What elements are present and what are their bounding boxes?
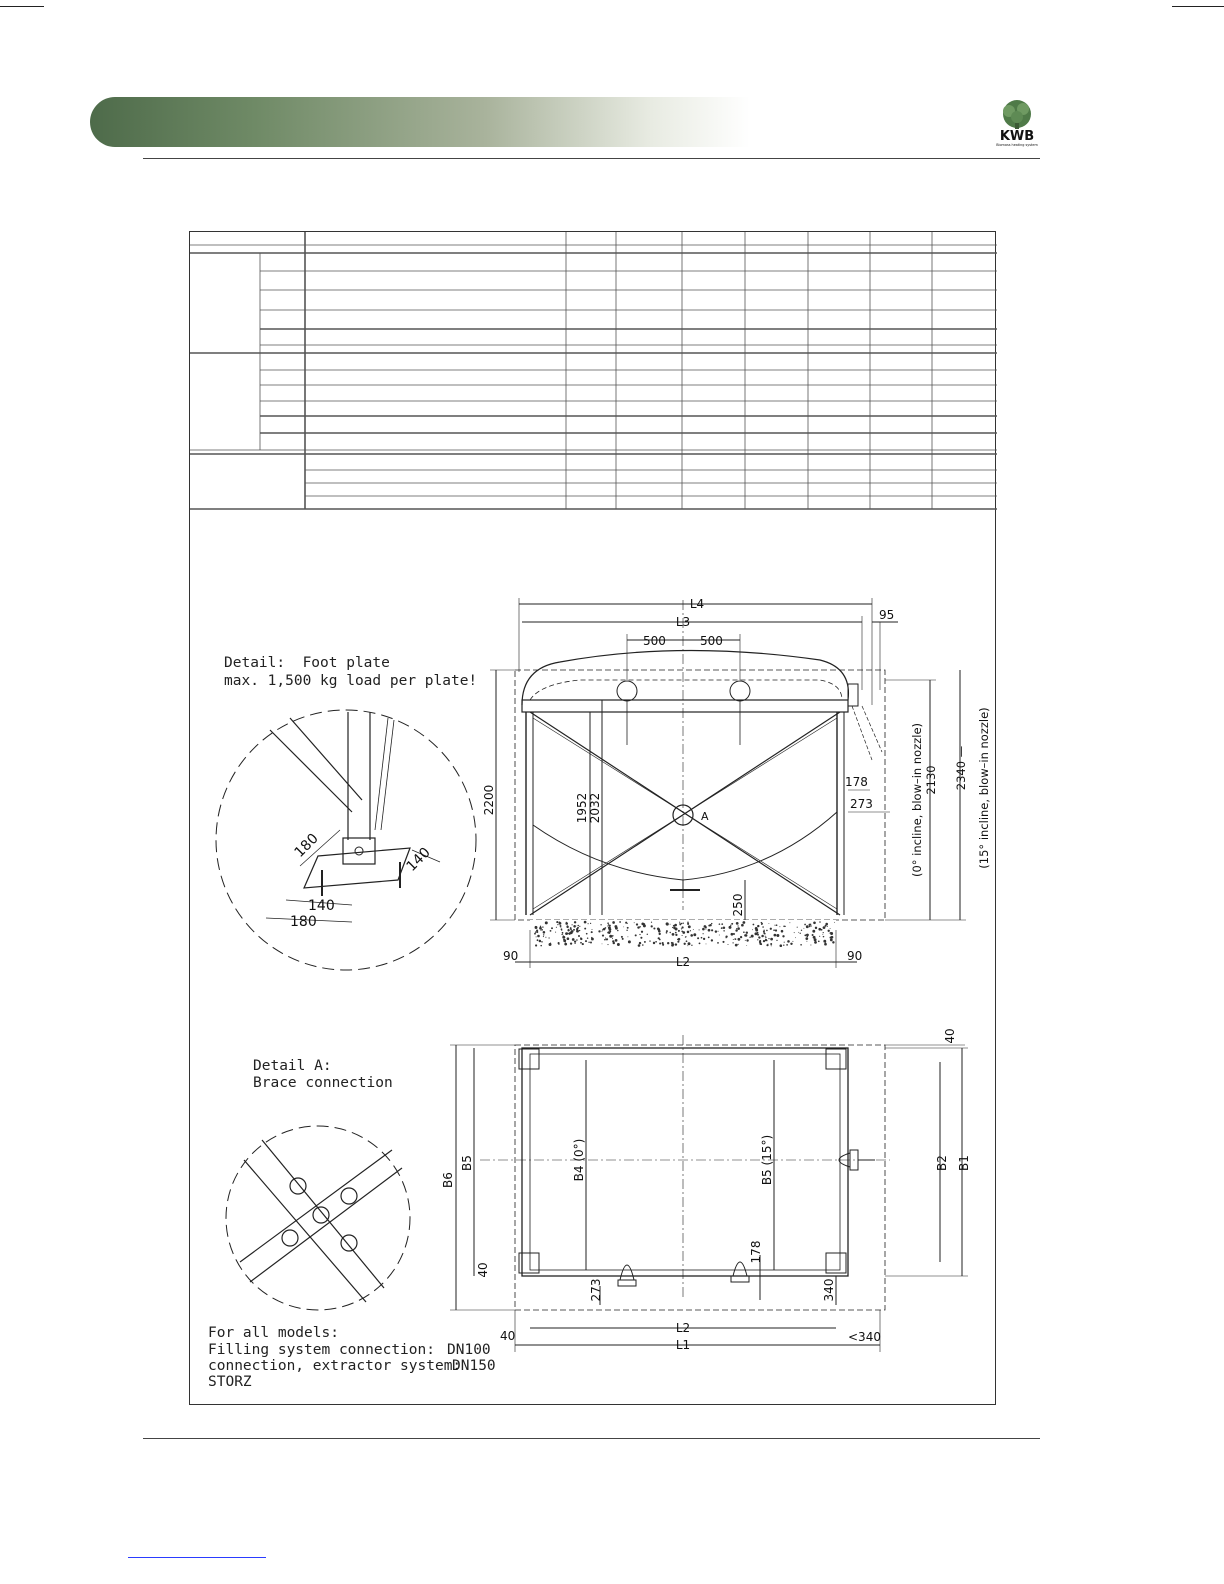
dim-2130: 2130 [924, 765, 938, 794]
foot-dim-140-diag: 140 [404, 845, 434, 875]
detail-a-title: Detail A: [253, 1058, 332, 1074]
dim-500-right: 500 [700, 634, 723, 648]
notes-line-2-value: DN100 [447, 1342, 491, 1358]
dim-b5-outer: B5 [460, 1155, 474, 1171]
detail-a-subtitle: Brace connection [253, 1075, 393, 1091]
detail-foot-title: Detail: Foot plate [224, 655, 390, 671]
dim-273-plan: 273 [589, 1279, 603, 1302]
header-banner [90, 97, 750, 147]
notes-line-3-value: DN150 [452, 1358, 496, 1374]
dim-90-left: 90 [503, 949, 518, 963]
notes-line-1: For all models: [208, 1325, 339, 1341]
dim-l1: L1 [676, 1338, 690, 1352]
notes-line-3: connection, extractor system: [208, 1358, 462, 1374]
footer-rule [143, 1438, 1040, 1439]
dim-90-right: 90 [847, 949, 862, 963]
crop-mark-right [1172, 6, 1224, 7]
dim-15-incline-label: (15° incline, blow–in nozzle) [977, 707, 991, 868]
dim-b1: B1 [957, 1155, 971, 1171]
plan-view [450, 1035, 968, 1352]
dim-b6: B6 [441, 1172, 455, 1188]
dim-40-left: 40 [476, 1262, 490, 1277]
dim-40-top: 40 [943, 1028, 957, 1043]
dim-340: 340 [822, 1279, 836, 1302]
notes-line-2: Filling system connection: [208, 1342, 435, 1358]
detail-foot-plate [215, 709, 477, 971]
dim-178-plan: 178 [749, 1241, 763, 1264]
logo-text: KWB [1000, 129, 1034, 144]
dim-b4-0deg: B4 (0°) [572, 1139, 586, 1182]
dim-l2-plan: L2 [676, 1321, 690, 1335]
logo-tagline: Biomass heating system [996, 143, 1038, 147]
dim-250: 250 [731, 894, 745, 917]
dim-lt-340: <340 [848, 1330, 881, 1344]
spec-table-grid [190, 232, 997, 510]
dim-0-incline-label: (0° incline, blow–in nozzle) [910, 723, 924, 877]
dim-l2-elev: L2 [676, 955, 690, 969]
dim-l3: L3 [676, 615, 690, 629]
dim-273-elev: 273 [850, 797, 873, 811]
kwb-logo: KWB Biomass heating system [996, 100, 1038, 147]
dim-b2: B2 [935, 1155, 949, 1171]
drawing-frame [189, 231, 997, 1405]
header-rule [143, 158, 1040, 159]
dim-500-left: 500 [643, 634, 666, 648]
detail-brace-connection [225, 1125, 411, 1311]
dim-40-bottom: 40 [500, 1329, 515, 1343]
foot-dim-180-diag: 180 [292, 831, 322, 861]
dim-2340: 2340 — [954, 746, 968, 790]
notes-line-4: STORZ [208, 1374, 252, 1390]
dim-2200: 2200 [482, 785, 496, 816]
dim-1952: 1952 [575, 793, 589, 824]
ground-hatch [534, 920, 836, 947]
dim-b5-15deg: B5 (15°) [760, 1135, 774, 1185]
elevation-view [490, 598, 966, 968]
detail-foot-subtitle: max. 1,500 kg load per plate! [224, 673, 478, 689]
detail-a-marker: A [701, 810, 709, 823]
crop-mark-left [0, 6, 44, 7]
dim-2032: 2032 [588, 793, 602, 824]
foot-dim-140: 140 [308, 898, 335, 914]
footer-link-underline [128, 1557, 266, 1558]
dim-l4: L4 [690, 597, 704, 611]
dim-178-elev: 178 [845, 775, 868, 789]
foot-dim-180: 180 [290, 914, 317, 930]
dim-95: 95 [879, 608, 894, 622]
